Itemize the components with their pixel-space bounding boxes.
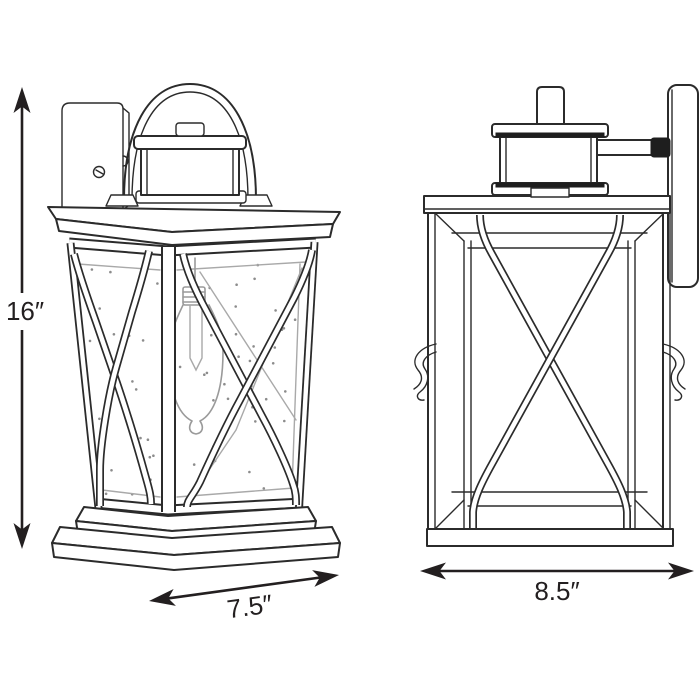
lantern-side-view	[413, 84, 699, 547]
mounting-arm	[596, 137, 671, 158]
front-width-dimension-label: 7.5″	[225, 588, 274, 624]
height-dimension-label: 16″	[6, 296, 44, 326]
screw-knob-icon	[650, 137, 671, 158]
front-width-dimension: 7.5″	[149, 570, 340, 624]
arrow-down-icon	[13, 523, 31, 549]
top-cylinder	[133, 122, 247, 204]
x-brace-side	[469, 214, 631, 529]
side-width-dimension-label: 8.5″	[534, 576, 579, 606]
cage-x-brace	[70, 249, 316, 508]
front-width-dimension-line	[167, 576, 321, 600]
cage-frame-side	[413, 212, 686, 530]
finial-knob	[175, 122, 205, 137]
side-width-dimension: 8.5″	[420, 562, 694, 606]
arrow-up-icon	[13, 87, 31, 113]
top-cylinder-side	[491, 123, 609, 196]
lantern-perspective-view	[47, 83, 341, 571]
lantern-roof	[47, 206, 341, 246]
cage-posts	[66, 241, 319, 512]
side-curl-hooks	[413, 343, 686, 401]
lantern-base	[51, 506, 341, 571]
arrow-right-icon	[312, 570, 340, 587]
wall-plate-side	[667, 84, 699, 288]
roof-side	[423, 187, 671, 214]
mount-screw-icon	[92, 165, 106, 179]
arrow-left-icon	[149, 589, 176, 606]
strap-foot	[530, 187, 570, 198]
arch-foot-left	[105, 194, 139, 207]
arrow-right-icon	[668, 562, 694, 580]
height-dimension: 16″	[6, 87, 44, 549]
base-side	[426, 528, 674, 547]
arrow-left-icon	[420, 562, 446, 580]
